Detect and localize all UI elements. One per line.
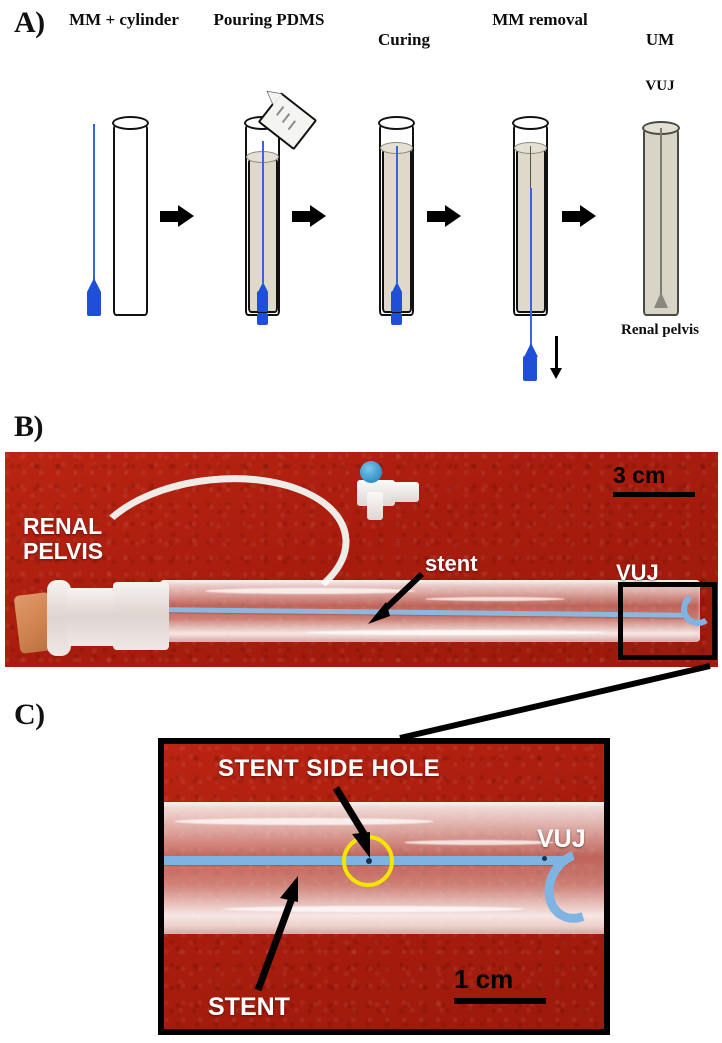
tube-highlight [425, 597, 565, 601]
scale-bar-3cm: 3 cm [613, 464, 695, 497]
panel-c-photo: STENT SIDE HOLE VUJ STENT 1 cm [158, 738, 610, 1035]
empty-cylinder [113, 124, 148, 316]
scale-bar-1cm-text: 1 cm [454, 964, 514, 994]
panel-label-c: C) [14, 698, 45, 731]
mandrel-foot-cured-below [391, 313, 402, 325]
scale-bar-3cm-text: 3 cm [613, 462, 666, 488]
process-arrow-3 [427, 205, 461, 227]
arrow-head [580, 205, 596, 227]
mandrel-wire [93, 124, 96, 284]
process-arrow-4 [562, 205, 596, 227]
scale-bar-1cm-rule [454, 998, 546, 1004]
inset-leader-line [399, 663, 711, 741]
step-title-mm-cylinder: MM + cylinder [69, 10, 179, 29]
tube-highlight [305, 630, 605, 635]
mandrel-wire-cured [395, 146, 398, 283]
panel-c-region-box [618, 582, 717, 660]
tube-highlight [404, 840, 554, 845]
label-renal-pelvis: RENAL PELVIS [23, 513, 104, 565]
stopcock-valve-stem [367, 492, 383, 520]
reservoir-connector [67, 588, 119, 646]
um-vuj-label: VUJ [645, 78, 675, 94]
arrow-shaft [292, 211, 312, 222]
um-renal-pelvis-label: Renal pelvis [621, 322, 699, 338]
panel-label-b: B) [14, 410, 44, 443]
label-stent-side-hole: STENT SIDE HOLE [218, 755, 441, 782]
removal-cylinder-rim [512, 116, 549, 130]
arrow-head [178, 205, 194, 227]
mandrel-foot-in-cylinder [257, 291, 268, 312]
arrow-head [445, 205, 461, 227]
label-stent: stent [425, 551, 478, 576]
stent-pointer-arrow-c [254, 876, 298, 992]
tube-highlight [224, 906, 524, 912]
side-hole-pointer-arrow [333, 786, 370, 858]
cylinder-rim [112, 116, 149, 130]
ureter-lumen-channel [660, 128, 663, 296]
panel-b-photo: RENAL PELVIS stent VUJ 3 cm [5, 452, 718, 667]
mandrel-taper-exiting [523, 343, 538, 357]
panel-label-a: A) [14, 6, 45, 39]
mandrel-foot-exiting [523, 356, 537, 381]
stopcock-side-port [391, 482, 419, 502]
step-title-um: UM [645, 30, 675, 49]
arrow-head [310, 205, 326, 227]
tube-highlight [174, 818, 434, 825]
mandrel-foot [87, 291, 101, 316]
scale-bar-3cm-rule [613, 492, 695, 497]
stopcock-knob [360, 461, 382, 483]
label-vuj: VUJ [616, 560, 659, 585]
label-vuj-c: VUJ [537, 825, 586, 853]
mandrel-foot-below-cylinder [257, 313, 268, 325]
arrow-shaft [555, 336, 558, 370]
process-arrow-2 [292, 205, 326, 227]
arrow-shaft [562, 211, 582, 222]
curing-cylinder-rim [378, 116, 415, 130]
arrow-shaft [160, 211, 180, 222]
mandrel-wire-in-cylinder [261, 141, 264, 283]
empty-channel-upper [529, 146, 532, 188]
mandrel-wire-exiting [529, 188, 532, 348]
mandrel-foot-cured [391, 291, 402, 312]
arrow-head [550, 368, 562, 379]
process-arrow-1 [160, 205, 194, 227]
step-title-pouring-pdms: Pouring PDMS [213, 10, 325, 29]
mandrel-taper [87, 278, 101, 292]
arrow-shaft [427, 211, 447, 222]
mandrel-taper-in-cylinder [257, 282, 268, 292]
stent-hole-distal [542, 856, 547, 861]
renal-pelvis-cavity [654, 292, 668, 308]
stent-pointer-arrow [368, 571, 425, 624]
scale-bar-1cm: 1 cm [454, 966, 546, 1004]
mandrel-taper-cured [391, 282, 402, 292]
label-stent-c: STENT [208, 993, 290, 1021]
step-title-curing: Curing [378, 30, 430, 49]
step-title-mm-removal: MM removal [492, 10, 588, 29]
tube-highlight [205, 588, 415, 594]
reservoir-chamber [113, 582, 169, 650]
